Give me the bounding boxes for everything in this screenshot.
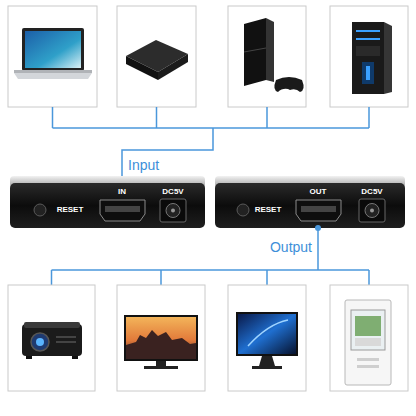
console-icon [266, 18, 274, 82]
device-frame [117, 285, 205, 391]
projector-icon [22, 324, 82, 356]
hdmi-box [10, 176, 205, 228]
device-frame [8, 285, 95, 391]
hdmi-box [160, 199, 186, 222]
signal-label: Output [269, 240, 313, 255]
pc-tower-icon [366, 66, 370, 80]
output-wire [317, 228, 319, 270]
laptop-icon [22, 28, 84, 71]
projector-icon [26, 356, 32, 359]
laptop-icon [14, 70, 92, 73]
pc-tower-icon [384, 22, 392, 94]
device-frame [117, 6, 196, 107]
hdmi-box [215, 183, 405, 228]
hdmi-box [237, 204, 249, 216]
projector-icon [24, 322, 80, 328]
hdmi-box: RESET OUT DC5V [215, 176, 405, 228]
hdmi-box [359, 199, 385, 222]
monitor-icon [252, 366, 282, 369]
tv-icon [126, 317, 196, 359]
display-device-icon [357, 358, 379, 361]
hdmi-box [171, 209, 175, 213]
pc-tower-icon [356, 30, 380, 32]
media-box-icon [158, 54, 188, 80]
power-label: DC5V [361, 188, 382, 196]
projector-icon [22, 322, 82, 359]
console-icon [244, 18, 304, 92]
display-device-icon [357, 365, 379, 368]
monitor-icon [236, 312, 298, 369]
output-wire [52, 269, 370, 271]
pc-tower-icon [352, 22, 392, 94]
hdmi-box [10, 183, 205, 228]
hdmi-box [100, 200, 145, 221]
pc-tower-icon [356, 46, 380, 56]
display-device-icon [345, 300, 391, 385]
port-label: IN [118, 188, 126, 196]
hdmi-box: RESET IN DC5V [10, 176, 205, 228]
output-wire [52, 228, 370, 285]
device-frame [8, 285, 408, 391]
device-frame [330, 285, 408, 391]
input-wire [122, 128, 213, 180]
input-wire [52, 107, 54, 128]
laptop-icon [25, 31, 81, 68]
pc-tower-icon [362, 62, 374, 84]
projector-icon [56, 341, 76, 343]
hdmi-box [365, 204, 379, 218]
input-wire [156, 107, 158, 128]
display-device-icon [351, 310, 385, 350]
console-icon [244, 48, 266, 52]
projector-icon [31, 333, 49, 351]
hdmi-box [370, 209, 374, 213]
device-frame [330, 6, 408, 107]
console-icon [244, 18, 266, 86]
laptop-icon [14, 73, 92, 79]
monitor-icon [248, 320, 288, 346]
tv-icon [144, 366, 178, 369]
tv-icon [126, 330, 196, 359]
reset-label: RESET [57, 206, 84, 214]
input-wire [53, 107, 370, 180]
device-frame [8, 6, 408, 107]
reset-label: RESET [255, 206, 282, 214]
device-frame [228, 285, 306, 391]
signal-label: Input [127, 158, 160, 173]
console-icon [274, 77, 303, 92]
hdmi-box [215, 176, 405, 228]
hdmi-box [34, 204, 46, 216]
hdmi-box [301, 206, 336, 212]
device-frame [8, 6, 97, 107]
display-device-icon [355, 316, 381, 336]
projector-icon [72, 356, 78, 359]
output-wire [368, 270, 370, 285]
monitor-icon [259, 356, 275, 366]
device-frame [228, 6, 306, 107]
media-box-icon [126, 56, 158, 80]
monitor-icon [238, 314, 296, 354]
hdmi-box [166, 204, 180, 218]
output-wire [51, 270, 53, 285]
output-wire [266, 270, 268, 285]
pc-tower-icon [356, 38, 380, 40]
hdmi-box [296, 200, 341, 221]
tv-icon [124, 315, 198, 361]
projector-icon [36, 338, 44, 346]
input-wire [53, 127, 370, 129]
pc-tower-icon [352, 22, 384, 94]
laptop-icon [14, 28, 92, 79]
power-label: DC5V [162, 188, 183, 196]
input-wire [266, 107, 268, 128]
output-wire [160, 270, 162, 285]
tv-icon [124, 315, 198, 369]
monitor-icon [236, 312, 298, 356]
display-device-icon [345, 300, 391, 385]
hdmi-box [105, 206, 140, 212]
input-wire [368, 107, 370, 128]
display-device-icon [355, 338, 381, 346]
media-box-icon [126, 40, 188, 80]
projector-icon [56, 336, 76, 338]
port-label: OUT [310, 188, 327, 196]
